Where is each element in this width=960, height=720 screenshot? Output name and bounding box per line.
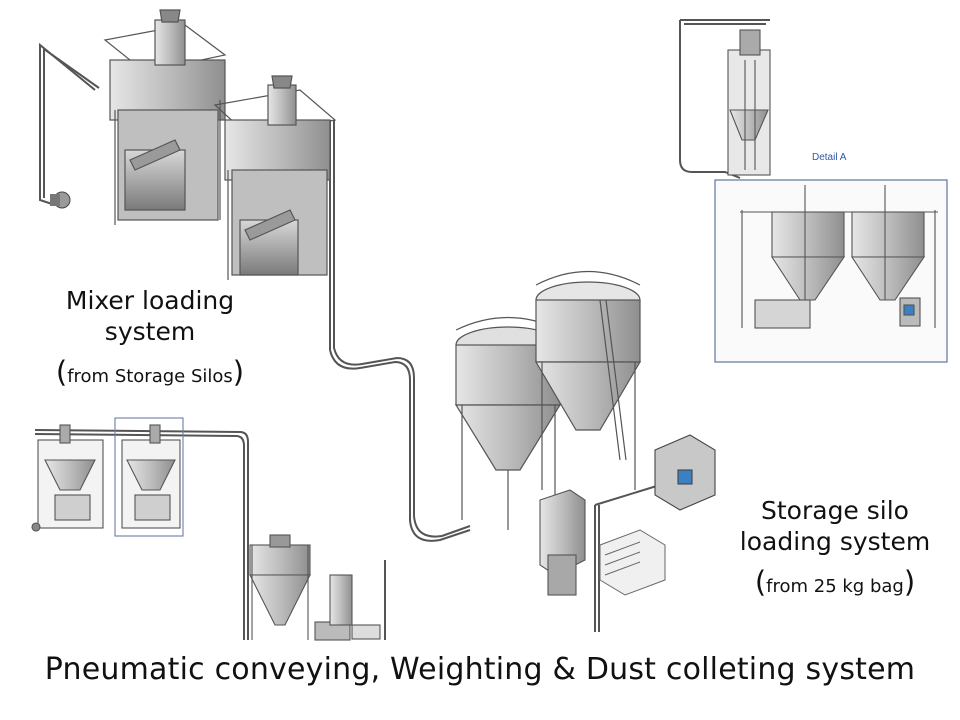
mixer-loading-label: Mixer loading system (from Storage Silos…: [30, 285, 270, 390]
storage-label-sub: (from 25 kg bag): [720, 564, 950, 600]
blower-left: [50, 191, 71, 209]
diagram-title: Pneumatic conveying, Weighting & Dust co…: [44, 652, 916, 687]
storage-silo-loading-label: Storage silo loading system (from 25 kg …: [720, 495, 950, 600]
storage-label-open-paren: (: [754, 564, 767, 599]
mixer-unit-1: [103, 9, 227, 225]
mixer-unit-2: [213, 75, 337, 280]
mixer-label-sub: (from Storage Silos): [30, 354, 270, 390]
storage-label-line1: Storage silo: [761, 496, 909, 525]
storage-label-line2: loading system: [739, 527, 931, 557]
mixer-label-source: from Storage Silos: [67, 365, 233, 387]
storage-label-close-paren: ): [903, 564, 916, 599]
detail-a-frame: [714, 179, 948, 363]
bottom-silo-unit: [249, 534, 386, 641]
mixer-label-line1: Mixer loading: [65, 286, 235, 315]
storage-silo-2: [534, 271, 642, 490]
mixer-label-line2: system: [104, 317, 196, 347]
bag-pallet: [599, 529, 666, 596]
top-right-silo-loader: [727, 29, 771, 176]
bag-dump-station: [539, 489, 586, 596]
detail-a-label: Detail A: [812, 152, 847, 163]
weighing-station-left: [31, 417, 184, 537]
mixer-label-close-paren: ): [232, 354, 245, 389]
storage-label-source: from 25 kg bag: [766, 575, 904, 597]
conveying-pipes: [34, 19, 770, 640]
control-panel: [654, 434, 716, 511]
mixer-label-open-paren: (: [55, 354, 68, 389]
